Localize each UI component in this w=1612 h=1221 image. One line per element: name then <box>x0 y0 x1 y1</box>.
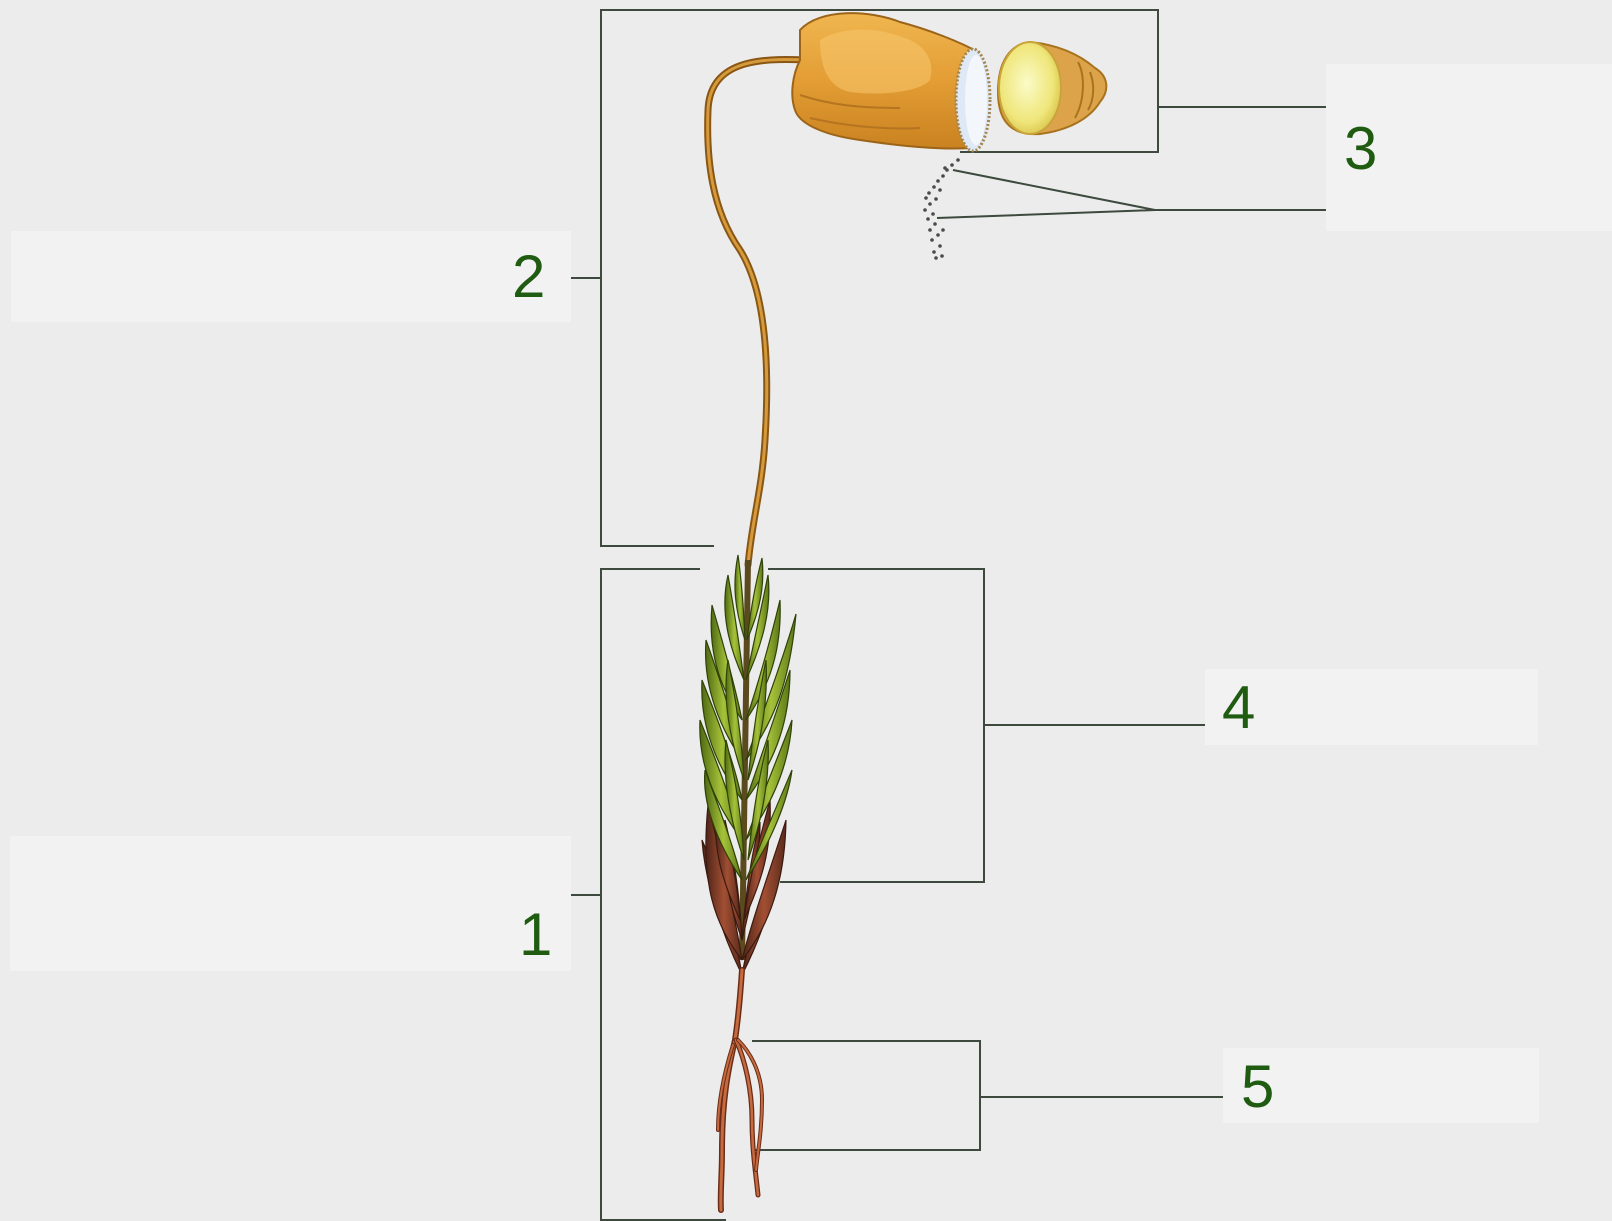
label-number-1: 1 <box>519 905 552 965</box>
leafy-shoot <box>700 555 796 975</box>
label-number-5: 5 <box>1241 1057 1274 1117</box>
spores <box>923 158 960 260</box>
label-box-2 <box>11 231 571 322</box>
seta <box>708 60 805 565</box>
capsule <box>792 13 990 151</box>
rhizoids <box>718 970 762 1210</box>
label-number-3: 3 <box>1344 119 1377 179</box>
bracket-4 <box>768 569 984 882</box>
label-number-4: 4 <box>1222 678 1255 738</box>
leader-lines <box>570 10 1326 1220</box>
operculum <box>998 42 1106 134</box>
bracket-5 <box>752 1041 980 1150</box>
label-number-2: 2 <box>512 247 545 307</box>
leader-3-spores <box>937 170 1326 218</box>
label-box-1 <box>10 836 571 971</box>
